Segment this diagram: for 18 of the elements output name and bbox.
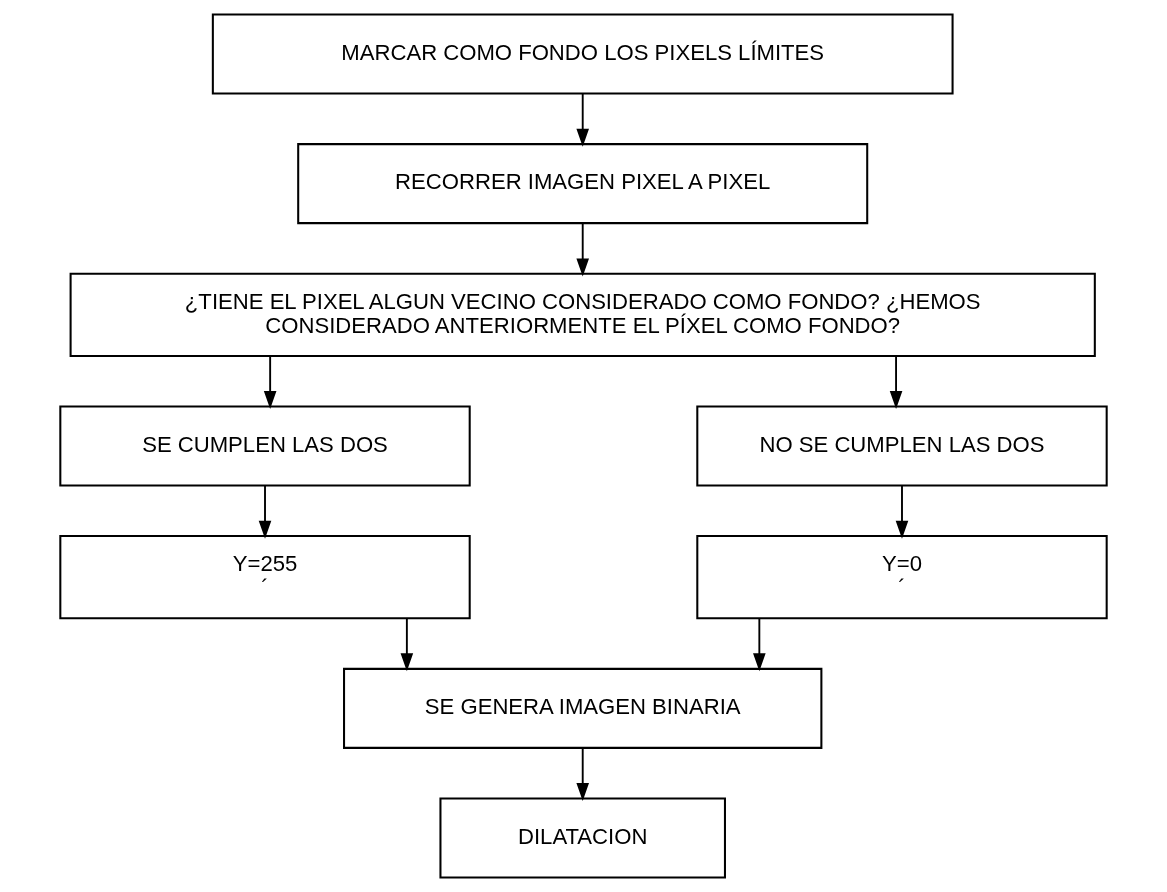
node-box: SE GENERA IMAGEN BINARIA [343, 667, 823, 749]
arrow [576, 222, 590, 277]
arrow [576, 92, 590, 147]
arrow [895, 485, 909, 539]
arrow [263, 355, 277, 409]
node-box: NO SE CUMPLEN LAS DOS [696, 405, 1108, 487]
node-box: RECORRER IMAGEN PIXEL A PIXEL [297, 143, 869, 225]
arrow [576, 747, 590, 802]
node-box: SE CUMPLEN LAS DOS [59, 405, 471, 487]
arrow [753, 617, 766, 672]
node-box: DILATACION [439, 797, 726, 879]
node-box: ¿TIENE EL PIXEL ALGUN VECINO CONSIDERADO COMO FONDO? ¿HEMOS CONSIDERADO ANTERIORMENTE EL PÍXEL COMO FONDO? [69, 272, 1096, 357]
node-box: Y=255 ´ [59, 535, 471, 620]
arrow [400, 617, 414, 672]
arrow [889, 355, 903, 409]
arrow [258, 485, 272, 539]
node-box: Y=0 ´ [696, 535, 1108, 620]
node-box: MARCAR COMO FONDO LOS PIXELS LÍMITES [211, 13, 954, 95]
